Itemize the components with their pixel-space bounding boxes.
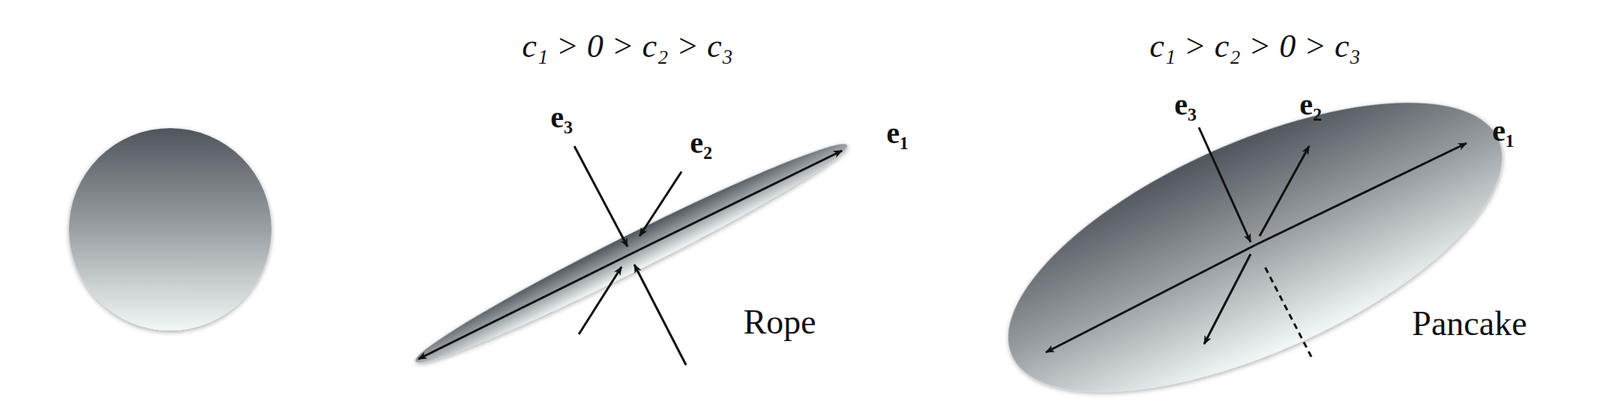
eigenvector-label: e₂ [689, 128, 713, 159]
rope-arrows [418, 146, 842, 366]
eigenvector-label: e₁ [1492, 116, 1515, 147]
pancake-arrows [1045, 127, 1467, 357]
eigenvector-label: e₃ [550, 102, 573, 133]
condition-label: c₁ > c₂ > 0 > c₃ [1149, 29, 1361, 63]
rope-ellipse [407, 128, 855, 378]
eigenvector-label: e₂ [1299, 89, 1322, 120]
eigenvector-label: e₁ [886, 118, 909, 149]
pancake-ellipse [969, 43, 1542, 419]
shape-name: Pancake [1411, 306, 1527, 342]
condition-label: c₁ > 0 > c₂ > c₃ [521, 29, 734, 63]
eigenvector-label: e₃ [1174, 89, 1197, 120]
sphere [68, 128, 272, 331]
shape-name: Rope [743, 305, 816, 340]
